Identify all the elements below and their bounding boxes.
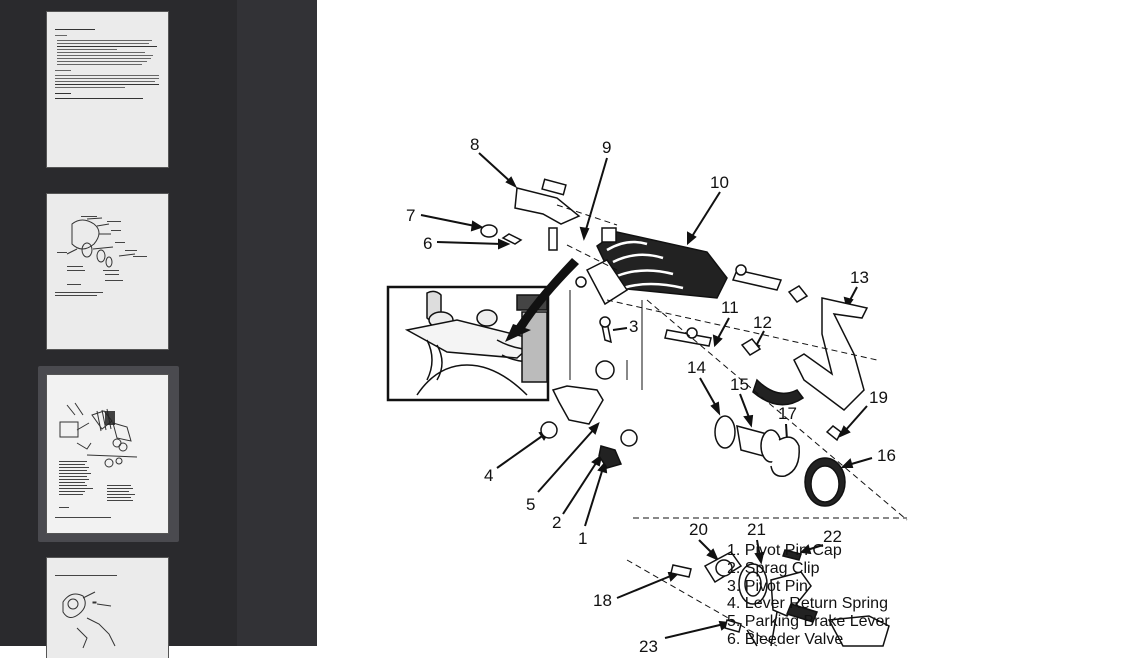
assembly-guides <box>569 290 643 390</box>
page-thumbnail-3[interactable] <box>47 375 168 533</box>
callout-7: 7 <box>406 206 415 225</box>
callout-18: 18 <box>593 591 612 610</box>
inset-detail <box>386 258 579 402</box>
legend-item: 4. Lever Return Spring <box>727 595 888 613</box>
document-viewer[interactable]: 8 9 10 7 6 13 11 12 3 14 15 17 19 16 4 5… <box>317 0 1121 656</box>
callout-8: 8 <box>470 135 479 154</box>
callout-12: 12 <box>753 313 772 332</box>
page-thumbnail-2[interactable] <box>47 194 168 349</box>
callout-1: 1 <box>578 529 587 548</box>
callout-14: 14 <box>687 358 706 377</box>
callout-6: 6 <box>423 234 432 253</box>
page-thumbnail-4[interactable] <box>47 558 168 658</box>
callout-4: 4 <box>484 466 493 485</box>
callout-19: 19 <box>869 388 888 407</box>
page-thumbnail-1[interactable] <box>47 12 168 167</box>
callout-3: 3 <box>629 317 638 336</box>
callout-21: 21 <box>747 520 766 539</box>
thumbnail-4-drawing <box>55 575 117 649</box>
caliper-assembly <box>480 178 869 507</box>
callout-20: 20 <box>689 520 708 539</box>
leader-lines <box>420 152 873 639</box>
brake-caliper-exploded-diagram: 8 9 10 7 6 13 11 12 3 14 15 17 19 16 4 5… <box>386 135 908 656</box>
callout-2: 2 <box>552 513 561 532</box>
assembly-centerlines <box>556 204 908 647</box>
callout-10: 10 <box>710 173 729 192</box>
legend-item: 1. Pivot Pin Cap <box>727 542 842 559</box>
callout-15: 15 <box>730 375 749 394</box>
thumbnail-3-drawing <box>55 402 138 518</box>
callout-11: 11 <box>721 298 739 317</box>
thumbnail-2-drawing <box>55 216 147 296</box>
parts-legend: 1. Pivot Pin Cap 2. Sprag Clip 3. Pivot … <box>727 542 890 649</box>
callout-22: 22 <box>823 527 842 546</box>
callout-16: 16 <box>877 446 896 465</box>
legend-item: 6. Bleeder Valve <box>727 630 844 648</box>
legend-item: 5. Parking Brake Lever <box>727 613 890 631</box>
callout-17: 17 <box>778 404 797 423</box>
callout-5: 5 <box>526 495 535 514</box>
mounting-bracket-assembly <box>670 549 890 647</box>
thumbnail-sidebar <box>0 0 317 658</box>
legend-item: 2. Sprag Clip <box>727 559 820 577</box>
legend-item: 3. Pivot Pin <box>727 577 808 595</box>
sidebar-gutter <box>237 0 317 646</box>
callout-23: 23 <box>639 637 658 656</box>
callout-9: 9 <box>602 138 611 157</box>
callout-13: 13 <box>850 268 869 287</box>
